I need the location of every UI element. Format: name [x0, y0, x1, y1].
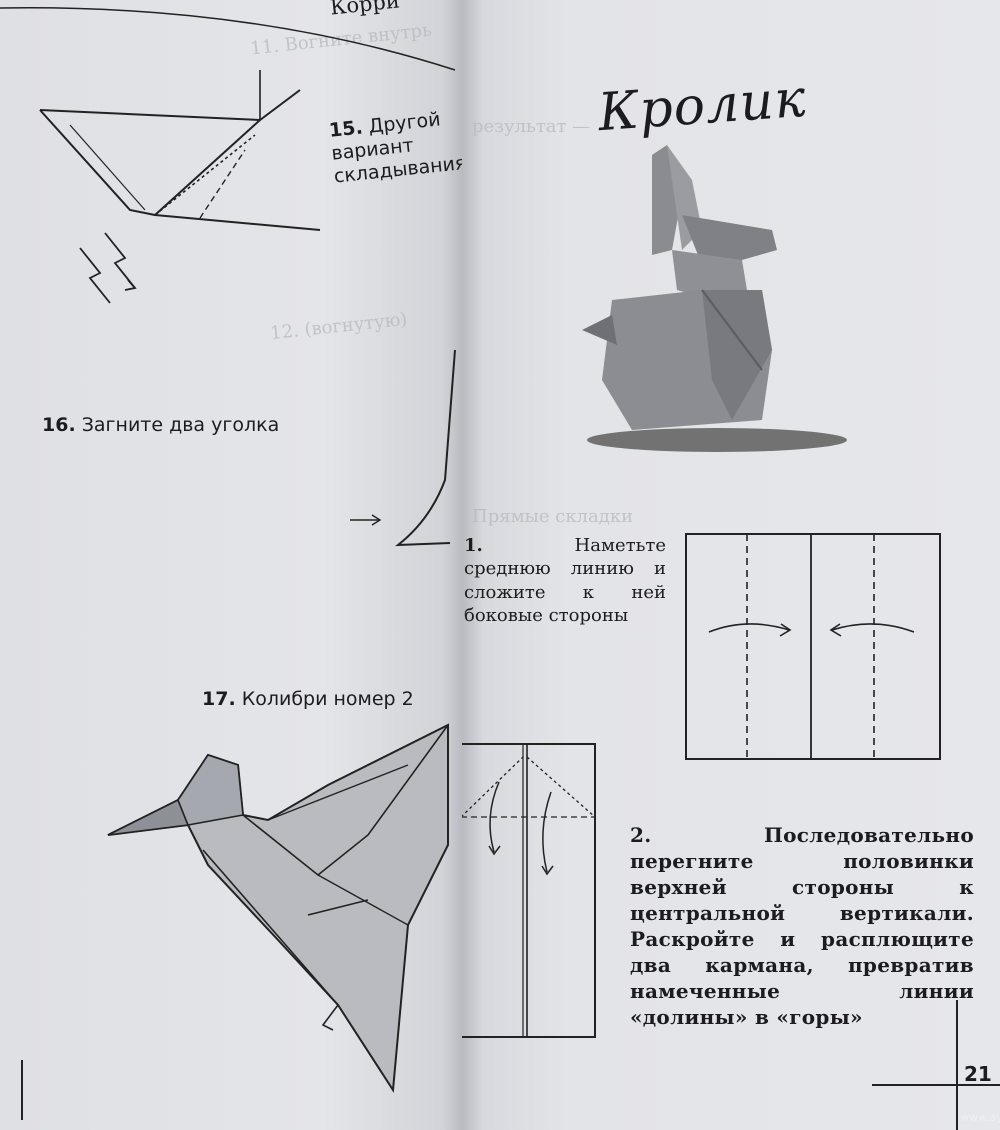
step16-text: Загните два уголка	[81, 414, 280, 436]
left-page: 11. Вогните внутрь 12. (вогнутую) Корри …	[0, 0, 462, 1130]
step16-caption: 16. Загните два уголка	[42, 414, 279, 437]
step17-number: 17.	[202, 688, 236, 710]
step16-diagram	[350, 349, 456, 547]
step2-text: Последовательно перегните половинки верх…	[630, 823, 974, 1029]
step2-number: 2.	[630, 823, 652, 847]
step1-number: 1.	[464, 535, 483, 556]
step15-diagram	[39, 70, 321, 231]
page-number: 21	[964, 1062, 992, 1086]
step17-caption: 17. Колибри номер 2	[202, 688, 414, 711]
rabbit-photo	[582, 145, 847, 452]
margin-mark	[21, 1060, 23, 1120]
step1-instruction: 1. Наметьте среднюю линию и сложите к не…	[464, 534, 666, 628]
page-corner-mark	[872, 1000, 1000, 1130]
step17-text: Колибри номер 2	[241, 688, 414, 710]
header-rule	[0, 7, 456, 71]
step16-number: 16.	[42, 414, 76, 436]
step1-diagram	[685, 533, 941, 760]
zigzag-arrow-icon	[79, 232, 137, 304]
step2-diagram	[462, 743, 596, 1038]
hummingbird-diagram	[107, 723, 449, 1093]
watermark: www.ay.by	[960, 1111, 1000, 1124]
step2-instruction: 2. Последовательно перегните половинки в…	[630, 822, 974, 1030]
page-title: Кролик	[596, 68, 809, 144]
step1-text: Наметьте среднюю линию и сложите к ней б…	[464, 535, 666, 627]
right-page: результат — Прямые складки Кролик 1. Нам…	[462, 0, 1000, 1130]
step15-number: 15.	[328, 116, 364, 142]
